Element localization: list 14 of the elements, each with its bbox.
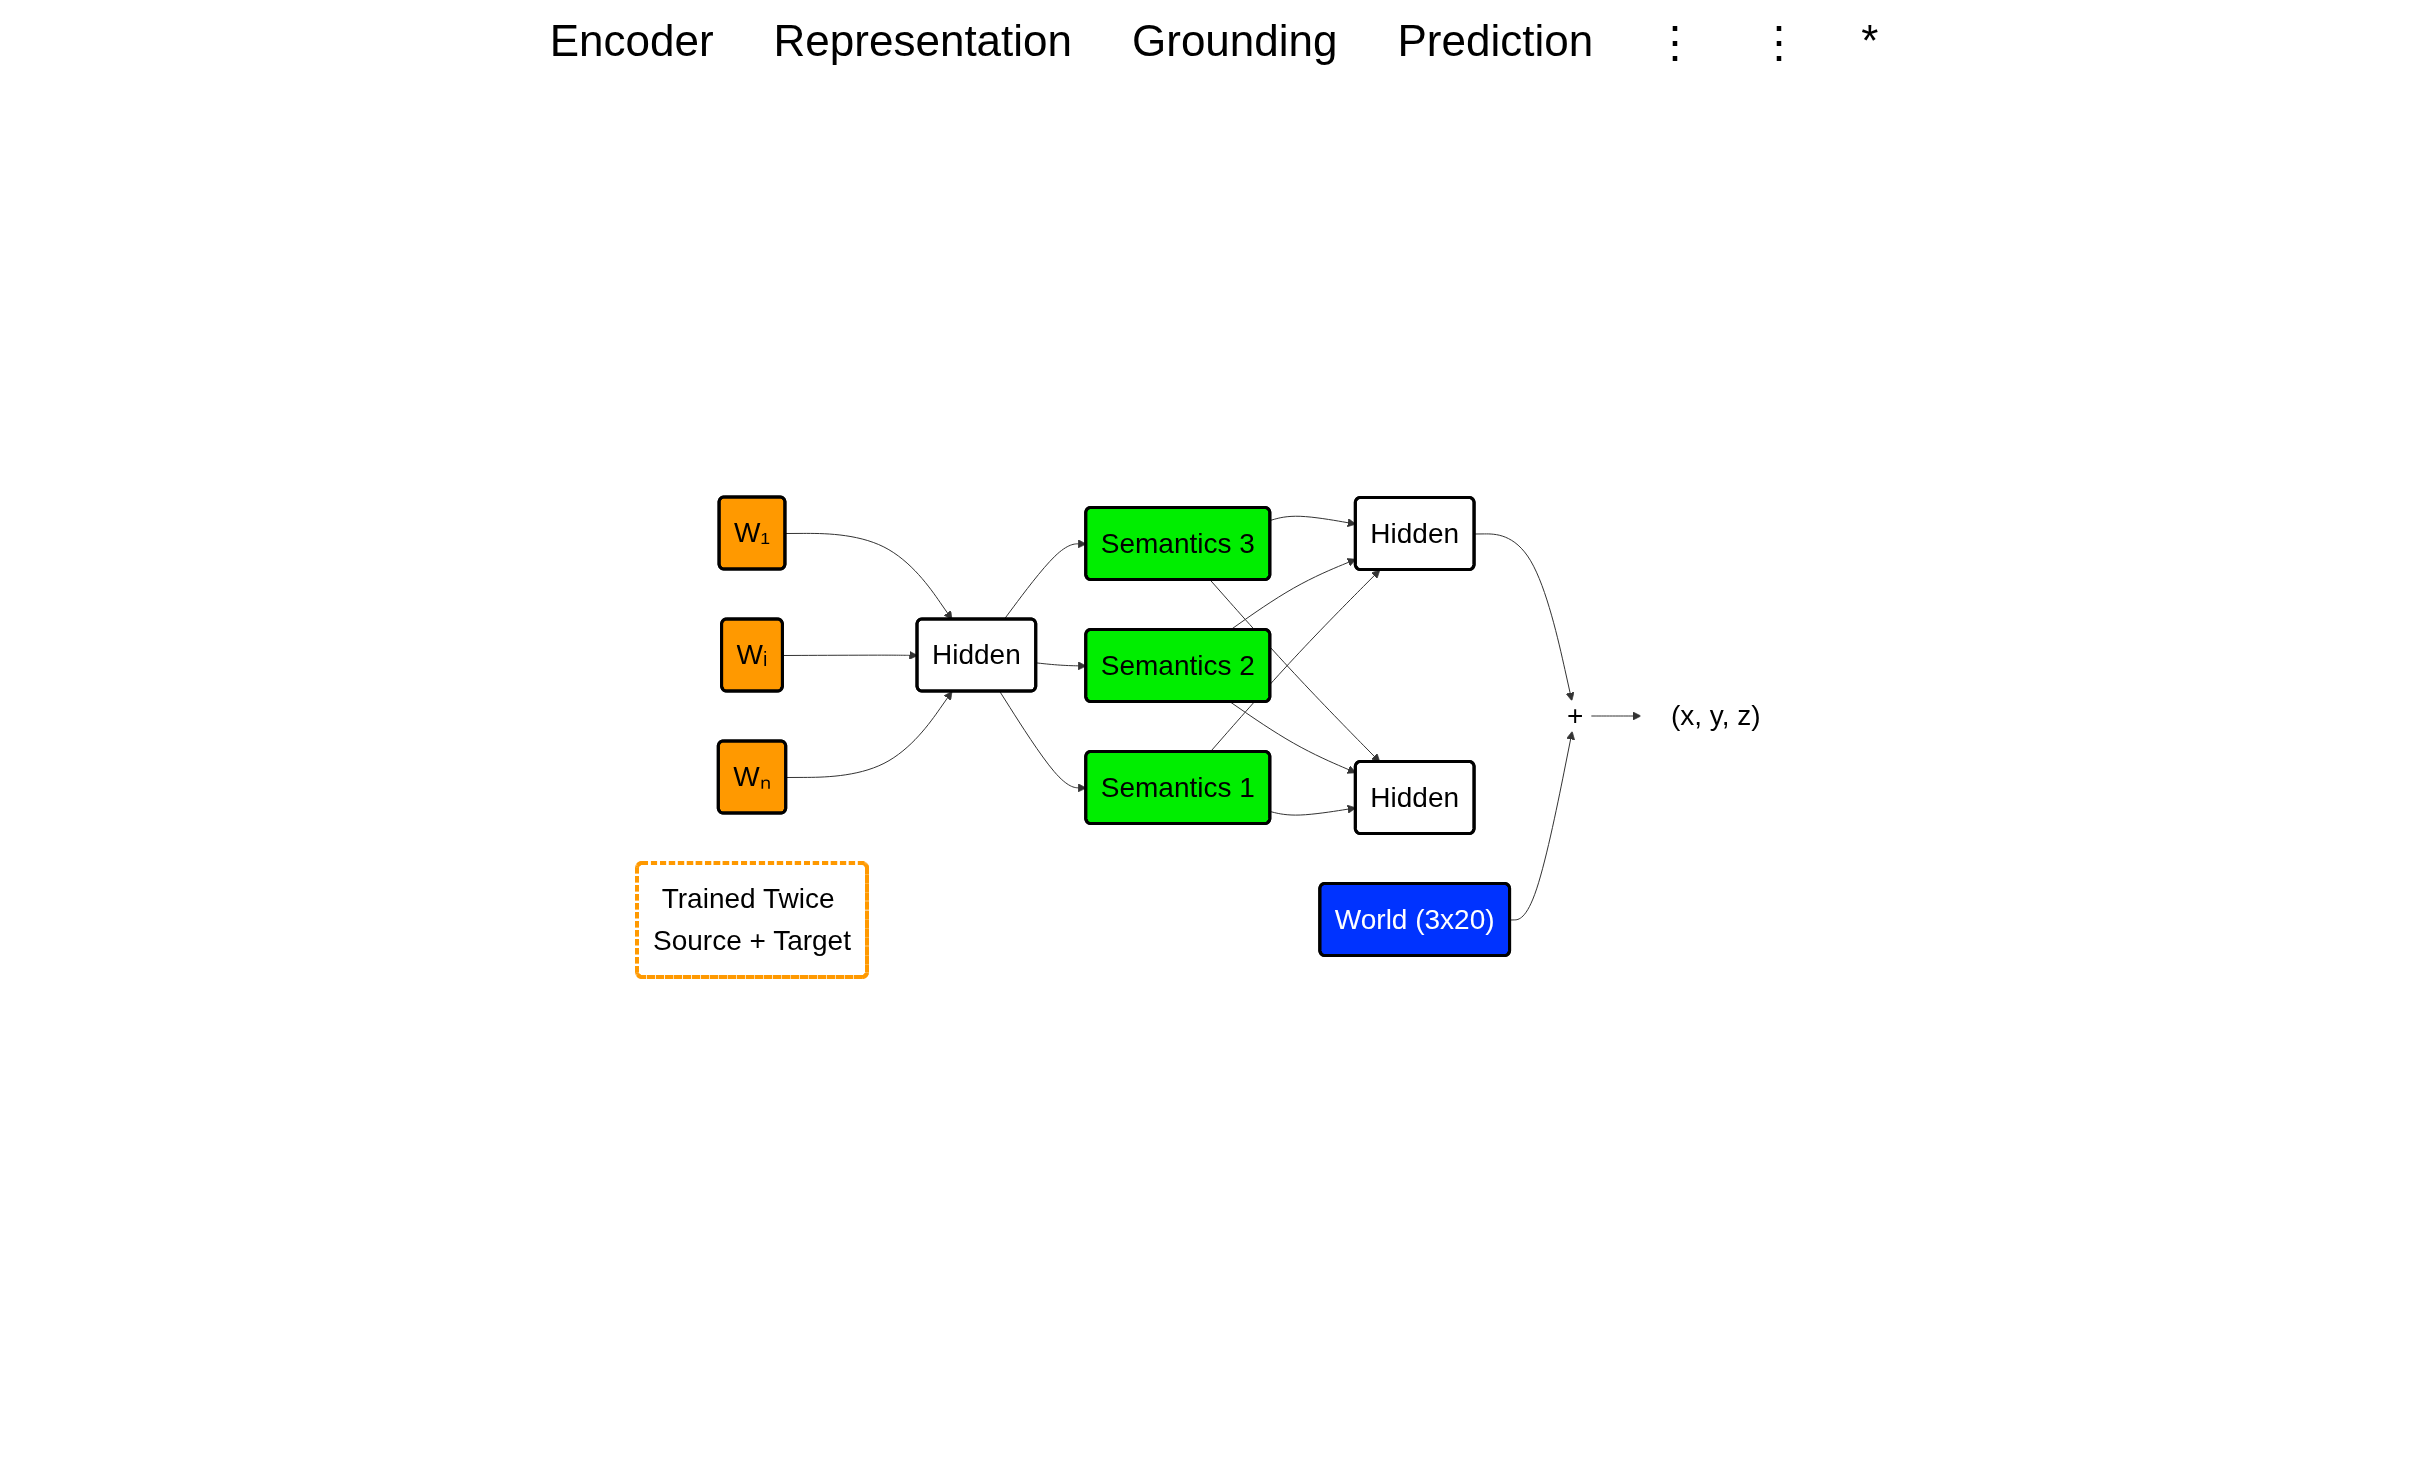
node-text: + [1567,700,1584,731]
column-heading: Prediction [1397,16,1594,67]
column-heading: Representation [773,16,1072,67]
arrow [1590,711,1642,721]
arrow [785,532,953,620]
node-text: (x, y, z) [1671,700,1761,731]
column-heading: * [1861,16,1879,67]
column-heading: Encoder [549,16,714,67]
arrow [1474,533,1575,702]
column-heading: ⋮ [1653,16,1698,67]
column-heading: ⋮ [1757,16,1802,67]
arrow [785,691,953,778]
column-heading: Grounding [1132,16,1338,67]
arrow [1509,731,1576,921]
